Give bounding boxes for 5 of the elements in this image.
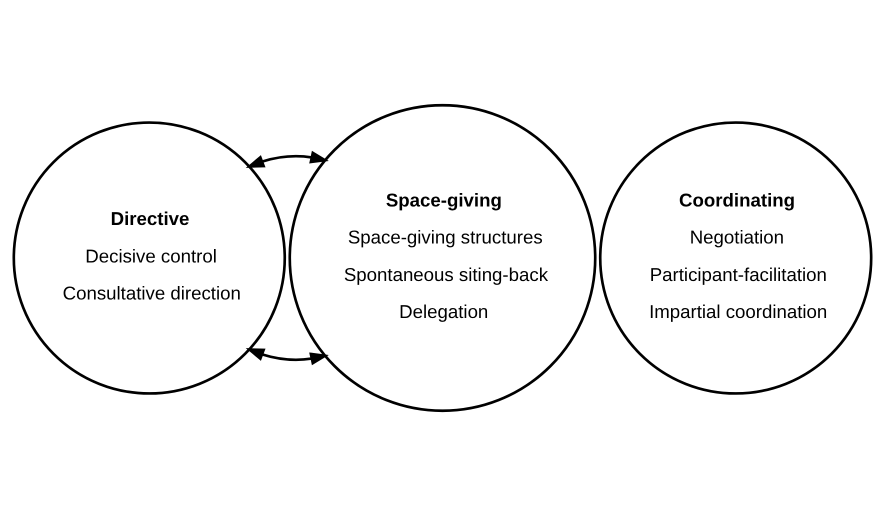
arrow (246, 348, 329, 365)
node-circle: Space-giving Space-giving structures Spontaneous siting-back Delegation (288, 103, 597, 412)
node-circle: Coordinating Negotiation Participant-facilitation Impartial coordination (598, 120, 873, 394)
node-circle: Directive Decisive control Consultative direction (12, 120, 286, 394)
arrow (246, 150, 329, 168)
